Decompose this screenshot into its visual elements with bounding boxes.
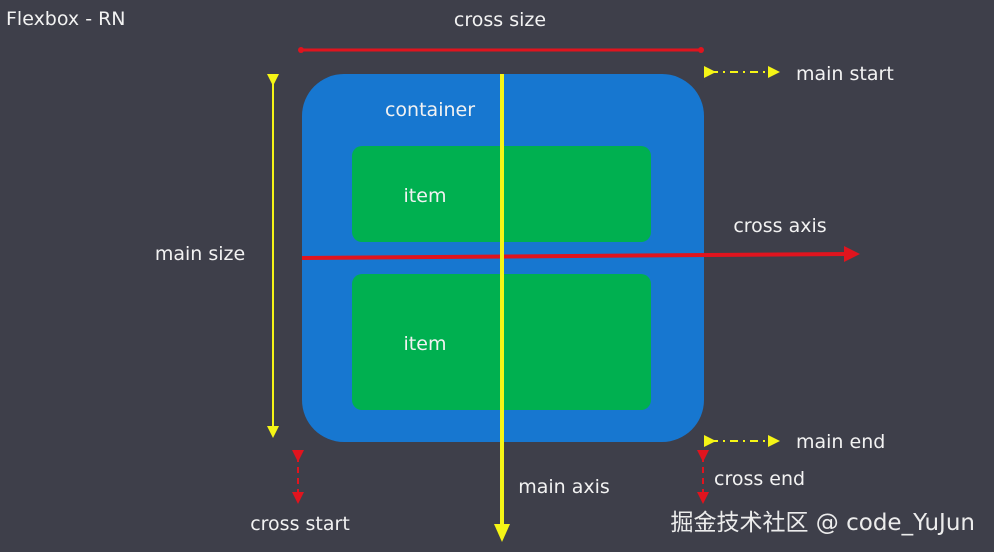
cross-size-arrow-start	[298, 47, 304, 53]
item-label-2: item	[404, 333, 447, 355]
main-end-label: main end	[796, 431, 885, 453]
cross-start-label: cross start	[250, 513, 350, 535]
cross-size-arrow-end	[698, 47, 704, 53]
cross-end-label: cross end	[714, 468, 805, 490]
main-axis-arrowhead	[494, 524, 510, 542]
main-size-label: main size	[155, 243, 245, 265]
item-label-1: item	[404, 185, 447, 207]
page-title: Flexbox - RN	[6, 8, 126, 30]
cross-axis-arrowhead	[844, 246, 860, 262]
watermark: 掘金技术社区 @ code_YuJun	[670, 510, 975, 536]
cross-axis-label: cross axis	[733, 215, 826, 237]
cross-size-label: cross size	[454, 9, 546, 31]
container-label: container	[385, 99, 475, 121]
main-start-label: main start	[796, 63, 894, 85]
cross-axis-line	[301, 252, 849, 260]
main-axis-label: main axis	[518, 476, 610, 498]
